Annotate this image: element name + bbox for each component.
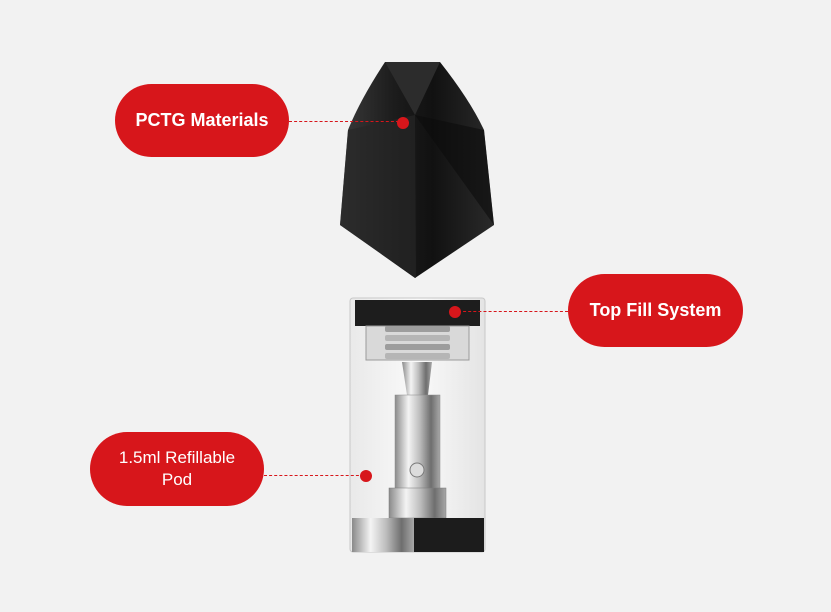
refill-marker-dot	[360, 470, 372, 482]
refill-leader-line	[264, 475, 364, 476]
refillable-pod-callout: 1.5ml Refillable Pod	[90, 432, 264, 506]
pctg-leader-line	[289, 121, 399, 122]
pod-tank	[349, 297, 486, 553]
pctg-materials-label: PCTG Materials	[135, 110, 269, 130]
mouthpiece-cap	[340, 62, 494, 278]
top-fill-system-label: Top Fill System	[589, 300, 722, 320]
refillable-pod-label-line1: 1.5ml Refillable	[118, 448, 236, 467]
refillable-pod-label-line2: Pod	[161, 470, 193, 489]
pctg-marker-dot	[397, 117, 409, 129]
top-fill-system-callout: Top Fill System	[568, 274, 743, 347]
topfill-marker-dot	[449, 306, 461, 318]
pctg-materials-callout: PCTG Materials	[115, 84, 289, 157]
topfill-leader-line	[458, 311, 568, 312]
